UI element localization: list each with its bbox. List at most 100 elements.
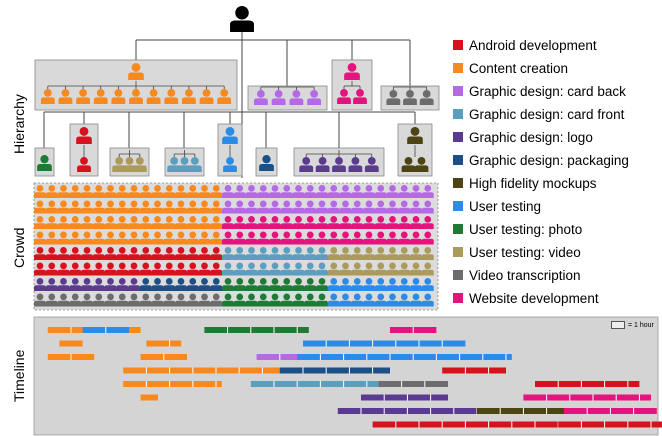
crowd-worker-icon (339, 262, 352, 276)
crowd-worker-icon (410, 200, 422, 214)
crowd-worker-icon (104, 278, 117, 291)
crowd-worker-icon (151, 247, 164, 260)
crowd-worker-icon (175, 216, 187, 229)
crowd-worker-icon (34, 216, 46, 229)
crowd-axis-label: Crowd (11, 227, 27, 268)
crowd-worker-icon (304, 293, 317, 307)
crowd-worker-icon (34, 185, 46, 198)
crowd-worker-icon (198, 216, 211, 229)
crowd-worker-icon (198, 185, 211, 198)
worker-icon (76, 89, 90, 104)
crowd-worker-icon (351, 231, 364, 245)
crowd-worker-icon (81, 185, 93, 198)
crowd-worker-icon (292, 262, 305, 276)
legend-item: User testing: video (453, 243, 581, 261)
crowd-worker-icon (151, 262, 164, 276)
crowd-worker-icon (104, 185, 117, 198)
crowd-worker-icon (386, 216, 399, 229)
crowd-worker-icon (386, 185, 399, 198)
legend-swatch (453, 155, 463, 165)
crowd-worker-icon (398, 231, 411, 245)
crowd-worker-icon (45, 293, 58, 307)
crowd-worker-icon (374, 247, 387, 260)
crowd-worker-icon (198, 278, 211, 291)
timeline-bar (303, 340, 466, 347)
legend-item: Graphic design: logo (453, 128, 593, 146)
crowd-worker-icon (316, 262, 328, 276)
crowd-worker-icon (269, 216, 281, 229)
crowd-worker-icon (210, 247, 223, 260)
timeline-section (33, 316, 662, 436)
timeline-bar (442, 367, 506, 374)
crowd-worker-icon (421, 262, 434, 276)
worker-icon (289, 90, 304, 105)
crowd-worker-icon (116, 262, 129, 276)
crowd-worker-icon (210, 293, 223, 307)
crowd-worker-icon (374, 293, 387, 307)
crowd-worker-icon (339, 293, 352, 307)
crowd-worker-icon (198, 293, 211, 307)
crowd-worker-icon (81, 293, 93, 307)
crowd-worker-icon (339, 247, 352, 260)
crowd-worker-icon (363, 293, 375, 307)
crowd-worker-icon (245, 216, 258, 229)
worker-icon (386, 90, 401, 105)
crowd-worker-icon (233, 262, 246, 276)
legend-label: Graphic design: packaging (469, 152, 629, 168)
crowd-worker-icon (163, 231, 176, 245)
crowd-worker-icon (186, 262, 199, 276)
crowd-worker-icon (292, 278, 305, 291)
legend-item: User testing (453, 197, 541, 215)
worker-icon (353, 89, 367, 104)
crowd-worker-icon (128, 200, 140, 214)
legend-item: User testing: photo (453, 220, 582, 238)
timeline-bar (523, 394, 651, 401)
crowd-worker-icon (186, 278, 199, 291)
team-lead-icon (37, 155, 52, 171)
legend-item: Website development (453, 289, 599, 307)
crowd-worker-icon (57, 200, 70, 214)
crowd-worker-icon (269, 247, 281, 260)
crowd-worker-icon (92, 200, 105, 214)
crowd-worker-icon (269, 262, 281, 276)
crowd-worker-icon (222, 216, 234, 229)
crowd-worker-icon (339, 185, 352, 198)
legend-item: Graphic design: packaging (453, 151, 629, 169)
crowd-worker-icon (116, 278, 129, 291)
worker-icon (364, 157, 379, 172)
crowd-worker-icon (327, 278, 340, 291)
crowd-worker-icon (280, 200, 293, 214)
worker-icon (332, 157, 346, 172)
timeline-bar (390, 327, 437, 333)
crowd-worker-icon (398, 200, 411, 214)
crowd-worker-icon (304, 200, 317, 214)
crowd-worker-icon (421, 247, 434, 260)
crowd-worker-icon (175, 247, 187, 260)
crowd-worker-icon (304, 231, 317, 245)
crowd-worker-icon (69, 293, 82, 307)
crowd-worker-icon (222, 185, 234, 198)
crowd-worker-icon (316, 247, 328, 260)
crowd-worker-icon (139, 200, 152, 214)
legend-swatch (453, 178, 463, 188)
legend-swatch (453, 247, 463, 257)
crowd-worker-icon (92, 247, 105, 260)
crowd-worker-icon (92, 185, 105, 198)
crowd-worker-icon (398, 185, 411, 198)
timeline-bar (82, 327, 129, 333)
crowd-worker-icon (410, 231, 422, 245)
crowd-worker-icon (292, 293, 305, 307)
crowd-worker-icon (386, 278, 399, 291)
crowd-worker-icon (292, 231, 305, 245)
crowd-worker-icon (351, 200, 364, 214)
crowd-worker-icon (163, 200, 176, 214)
crowd-worker-icon (257, 247, 270, 260)
crowd-worker-icon (151, 216, 164, 229)
crowd-worker-icon (69, 278, 82, 291)
crowd-worker-icon (81, 247, 93, 260)
crowd-worker-icon (386, 231, 399, 245)
crowd-worker-icon (421, 200, 434, 214)
crowd-worker-icon (257, 200, 270, 214)
crowd-worker-icon (128, 262, 140, 276)
